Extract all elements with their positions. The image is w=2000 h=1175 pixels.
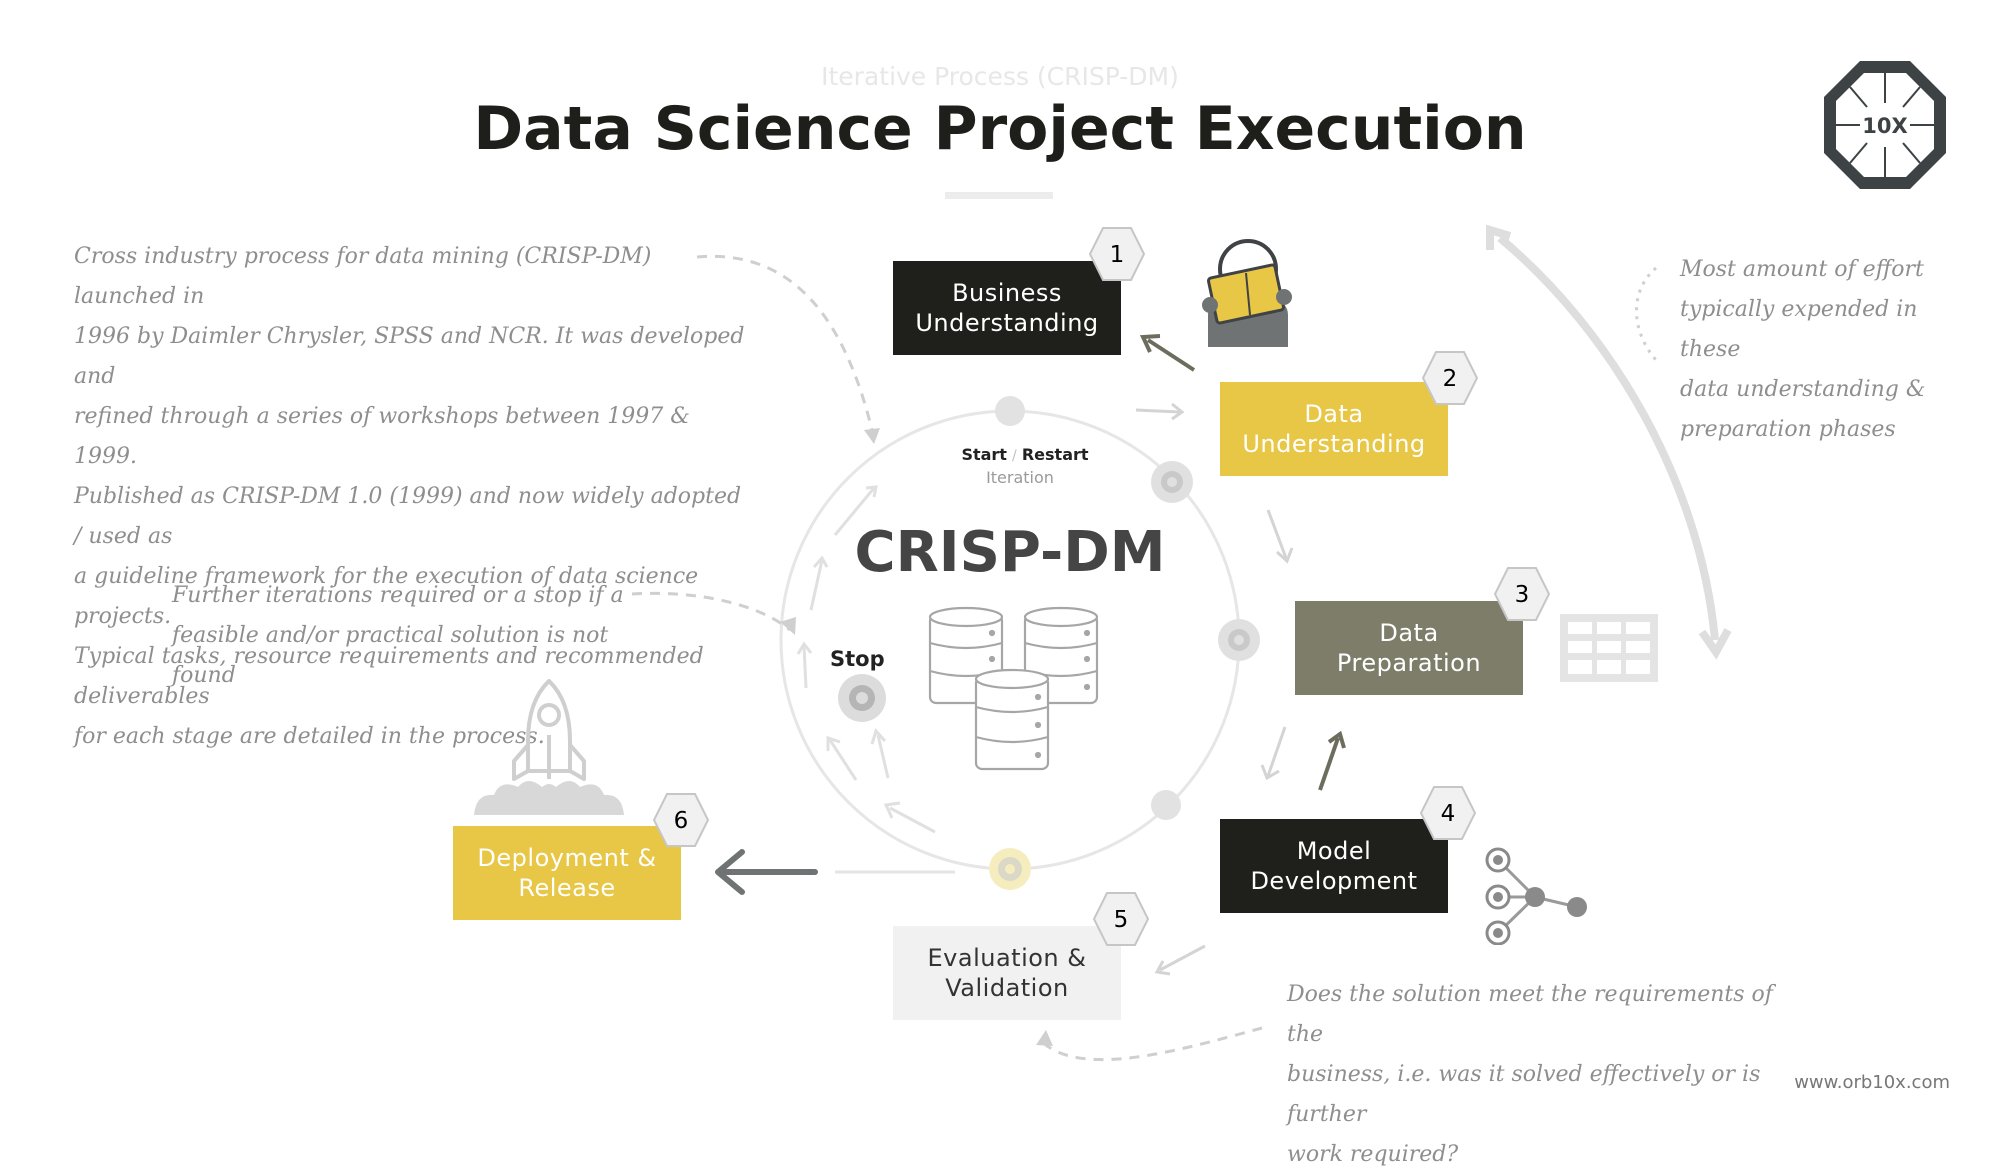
logo-icon: 10X <box>1824 61 1946 189</box>
title-divider <box>945 192 1053 199</box>
cycle-graphics <box>631 224 1732 1062</box>
stage-6-badge-icon: 6 <box>652 793 710 847</box>
stage-5-badge-icon: 5 <box>1092 892 1150 946</box>
database-stack-icon <box>928 606 1099 771</box>
stage-evaluation-validation[interactable]: Evaluation & Validation <box>893 926 1121 1020</box>
cycle-node-top <box>995 396 1025 426</box>
stage-business-understanding[interactable]: Business Understanding <box>893 261 1121 355</box>
stage-model-development[interactable]: Model Development <box>1220 819 1448 913</box>
table-grid-icon <box>1560 614 1658 682</box>
page-title: Data Science Project Execution <box>473 94 1527 164</box>
logo-text: 10X <box>1862 114 1907 138</box>
svg-text:6: 6 <box>674 808 689 834</box>
stop-label: Stop <box>830 647 885 671</box>
svg-text:2: 2 <box>1443 366 1458 392</box>
svg-text:1: 1 <box>1110 242 1125 268</box>
note-evaluation-question: Does the solution meet the requirements … <box>1287 982 1773 1167</box>
page-subtitle: Iterative Process (CRISP-DM) <box>821 62 1179 91</box>
start-restart-label: Start / Restart <box>961 445 1089 464</box>
cycle-node-lower-right <box>1151 790 1181 820</box>
stage-3-badge-icon: 3 <box>1493 567 1551 621</box>
iteration-label: Iteration <box>986 468 1054 487</box>
network-nodes-icon <box>1485 847 1587 945</box>
person-reading-icon <box>1202 239 1292 347</box>
rocket-launch-icon <box>474 679 624 815</box>
stage-data-understanding[interactable]: Data Understanding <box>1220 382 1448 476</box>
stage-deployment-release[interactable]: Deployment & Release <box>453 826 681 920</box>
note-crisp-history: Cross industry process for data mining (… <box>74 244 745 749</box>
note-effort: Most amount of effort typically expended… <box>1680 257 1926 442</box>
stage-1-badge-icon: 1 <box>1088 227 1146 281</box>
crisp-dm-label: CRISP-DM <box>854 520 1166 585</box>
note-further-iterations: Further iterations required or a stop if… <box>172 583 624 688</box>
svg-text:5: 5 <box>1114 907 1129 933</box>
svg-text:3: 3 <box>1515 582 1530 608</box>
footer-url[interactable]: www.orb10x.com <box>1794 1072 1950 1093</box>
stage-2-badge-icon: 2 <box>1421 351 1479 405</box>
svg-text:4: 4 <box>1441 801 1456 827</box>
stage-data-preparation[interactable]: Data Preparation <box>1295 601 1523 695</box>
stage-4-badge-icon: 4 <box>1419 786 1477 840</box>
